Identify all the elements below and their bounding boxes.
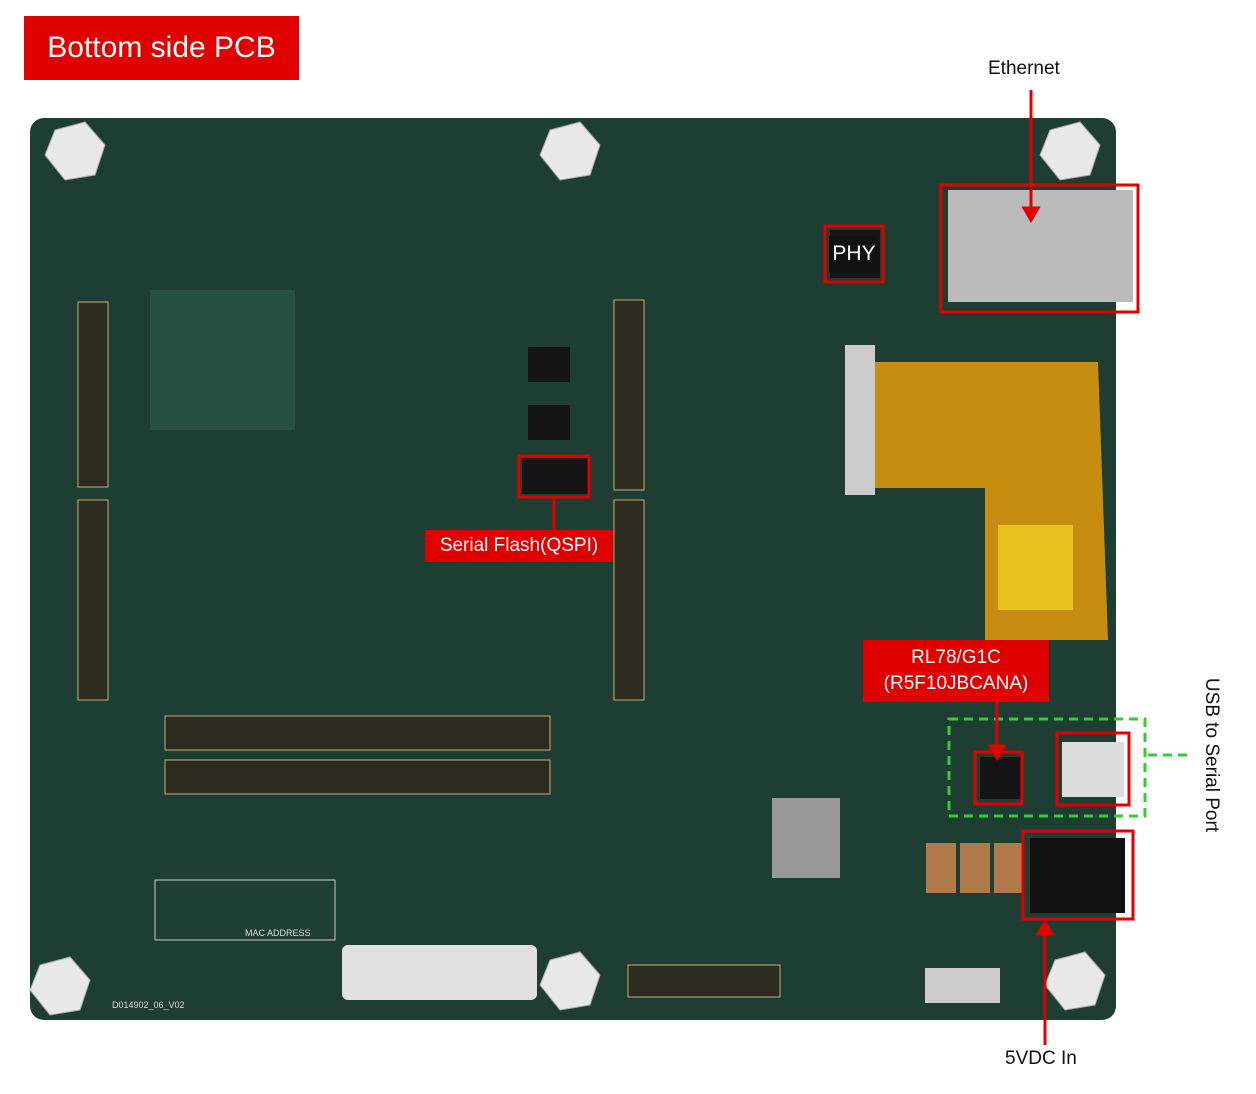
silkscreen-board-id: D014902_06_V02 bbox=[112, 1000, 185, 1010]
pin-headers bbox=[77, 299, 781, 998]
serial-flash-label: Serial Flash(QSPI) bbox=[425, 530, 613, 562]
callout-boxes bbox=[517, 183, 1140, 921]
phy-label: PHY bbox=[829, 236, 879, 272]
usb-serial-label: USB to Serial Port bbox=[1201, 677, 1222, 833]
rl78-label-line2: (R5F10JBCANA) bbox=[883, 673, 1029, 694]
usb-highlight bbox=[947, 717, 1147, 818]
standoffs bbox=[29, 121, 1106, 1016]
power-label: 5VDC In bbox=[1005, 1048, 1077, 1069]
rl78-label: RL78/G1C (R5F10JBCANA) bbox=[863, 640, 1049, 702]
silkscreen-mac-address: MAC ADDRESS bbox=[245, 928, 311, 938]
ethernet-label: Ethernet bbox=[988, 58, 1060, 79]
title-label: Bottom side PCB bbox=[24, 16, 299, 80]
rl78-label-line1: RL78/G1C bbox=[911, 647, 1001, 668]
